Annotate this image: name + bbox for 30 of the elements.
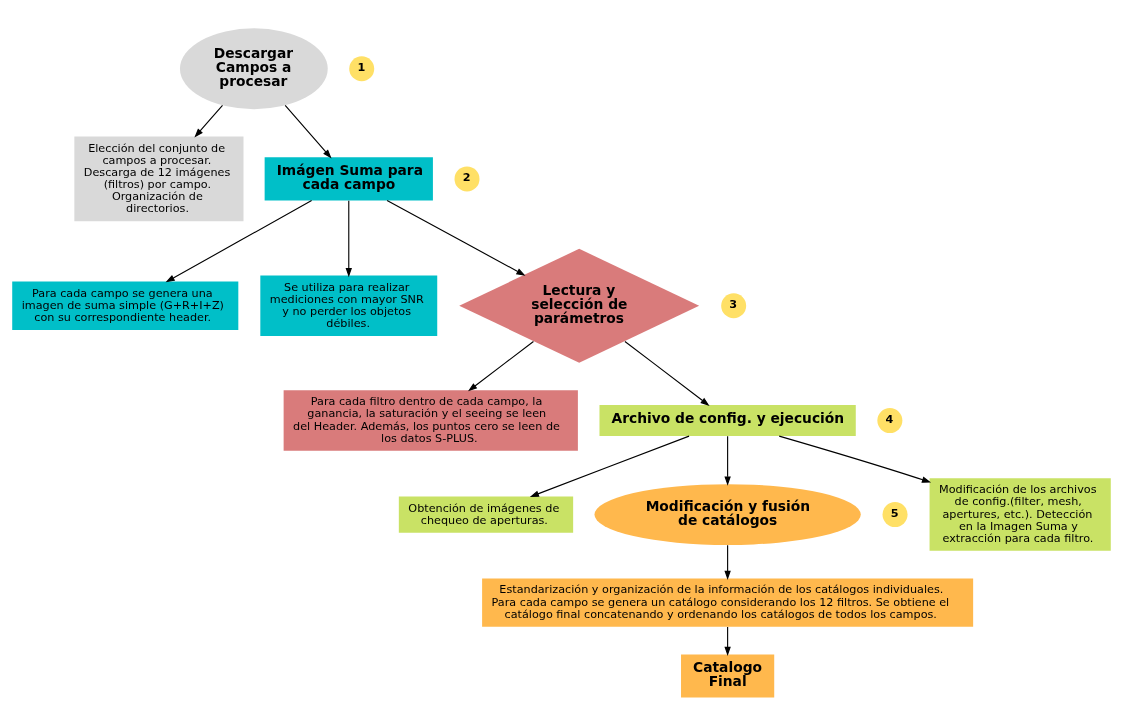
node-ellipse: Descargar Campos a procesar	[179, 27, 328, 109]
arrow	[724, 544, 731, 580]
arrow	[724, 625, 731, 656]
node-box: Estandarización y organización de la información de los catálogos individuales. Para cada campo se genera un catálogo considerando los 12 filtros. Se obtiene el catálogo final concatenando y ordenando los catálogos de todos los campos.	[482, 577, 974, 627]
arrow	[624, 340, 710, 406]
arrow	[345, 199, 352, 277]
node-circle: 1	[349, 55, 375, 81]
node-box: Modificación de los archivos de config.(filter, mesh, apertures, etc.). Detección en la Imagen Suma y extracción para cada filtro.	[929, 477, 1111, 551]
arrow	[724, 435, 731, 486]
node-box: Se utiliza para realizar mediciones con mayor SNR y no perder los objetos débiles.	[260, 275, 438, 336]
node-box: Elección del conjunto de campos a procesar. Descarga de 12 imágenes (filtros) por campo. Organización de directorios.	[74, 136, 244, 221]
node-ellipse: Modificación y fusión de catálogos	[594, 483, 861, 545]
node-diamond: Lectura y selección de parámetros	[459, 248, 700, 363]
node-circle: 5	[882, 501, 908, 527]
node-circle: 3	[721, 292, 747, 318]
node-box: Catalogo Final	[681, 653, 775, 698]
node-box: Archivo de config. y ejecución	[599, 404, 856, 436]
arrow	[194, 104, 224, 138]
arrow	[165, 199, 313, 282]
node-box: Obtención de imágenes de chequeo de aperturas.	[398, 496, 574, 533]
node-circle: 4	[877, 407, 903, 433]
node-box: Para cada filtro dentro de cada campo, la ganancia, la saturación y el seeing se leen del Header. Además, los puntos cero se leen de los datos S-PLUS.	[283, 389, 578, 451]
arrow	[529, 435, 690, 497]
node-box: Imágen Suma para cada campo	[264, 156, 433, 200]
arrow	[284, 104, 332, 158]
arrow	[778, 435, 932, 483]
node-circle: 2	[454, 165, 480, 191]
arrow	[386, 199, 526, 276]
node-box: Para cada campo se genera una imagen de suma simple (G+R+I+Z) con su correspondiente header.	[12, 281, 239, 330]
arrow	[468, 340, 534, 391]
